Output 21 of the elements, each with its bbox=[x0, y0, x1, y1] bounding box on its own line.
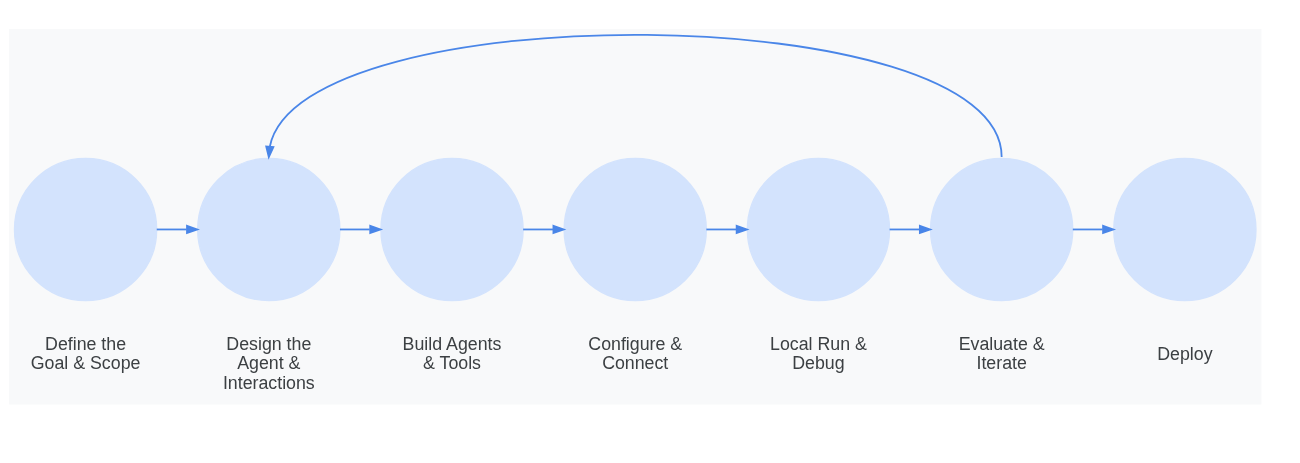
node-label: Local Run & Debug bbox=[770, 334, 867, 374]
arrow bbox=[1071, 224, 1117, 235]
arrow bbox=[888, 224, 933, 235]
node-label: Define the Goal & Scope bbox=[30, 334, 141, 374]
node-circle bbox=[380, 157, 524, 302]
node-circle bbox=[1113, 157, 1257, 302]
arrow bbox=[339, 224, 384, 235]
node-label: Deploy bbox=[1157, 343, 1213, 364]
arrow bbox=[155, 224, 200, 235]
node-label: Design the Agent & Interactions bbox=[222, 334, 315, 393]
node-circle bbox=[13, 157, 158, 302]
node-circle bbox=[197, 157, 341, 302]
node-circle bbox=[563, 157, 707, 302]
node-label: Evaluate & Iterate bbox=[958, 334, 1045, 374]
node-circle bbox=[929, 157, 1074, 302]
arrow bbox=[265, 34, 1003, 160]
node-label: Configure & Connect bbox=[588, 334, 683, 374]
node-label: Build Agents & Tools bbox=[402, 334, 502, 374]
arrow bbox=[522, 224, 567, 235]
node-circle bbox=[746, 157, 891, 302]
arrow bbox=[705, 224, 750, 235]
